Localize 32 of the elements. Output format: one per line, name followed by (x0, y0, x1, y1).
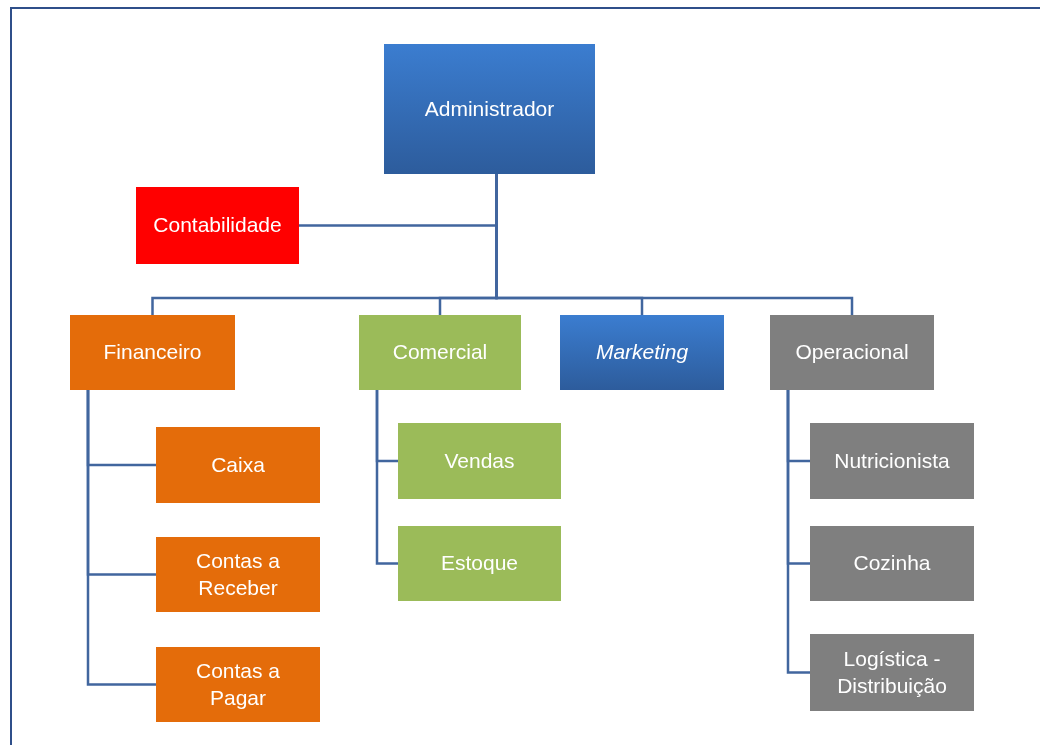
org-box (156, 647, 320, 722)
org-box (136, 187, 299, 264)
box-label: Vendas (444, 447, 515, 474)
org-box (560, 315, 724, 390)
org-box (156, 427, 320, 503)
box-label: Comercial (392, 339, 488, 366)
connector-line (786, 390, 810, 674)
org-box (770, 315, 934, 390)
box-label: Administrador (424, 95, 555, 122)
org-box (810, 526, 974, 601)
org-box (398, 423, 561, 499)
connector-line (375, 390, 398, 565)
box-label: Marketing (595, 339, 689, 366)
box-label: Cozinha (853, 550, 931, 577)
org-box (398, 526, 561, 601)
box-label: Caixa (211, 451, 265, 478)
org-box (359, 315, 521, 390)
connector-line (86, 390, 156, 686)
org-box (810, 634, 974, 711)
box-label: Contas a Receber (194, 548, 282, 601)
box-label: Logística - Distribuição (836, 646, 948, 699)
box-label: Operacional (795, 339, 909, 366)
box-label: Nutricionista (834, 447, 950, 474)
org-box (156, 537, 320, 612)
org-box (810, 423, 974, 499)
box-label: Financeiro (103, 339, 202, 366)
connector-line (495, 174, 854, 315)
org-box (70, 315, 235, 390)
box-label: Contas a Pagar (194, 658, 282, 711)
box-label: Estoque (440, 550, 519, 577)
org-box (384, 44, 595, 174)
box-label: Contabilidade (153, 212, 282, 239)
